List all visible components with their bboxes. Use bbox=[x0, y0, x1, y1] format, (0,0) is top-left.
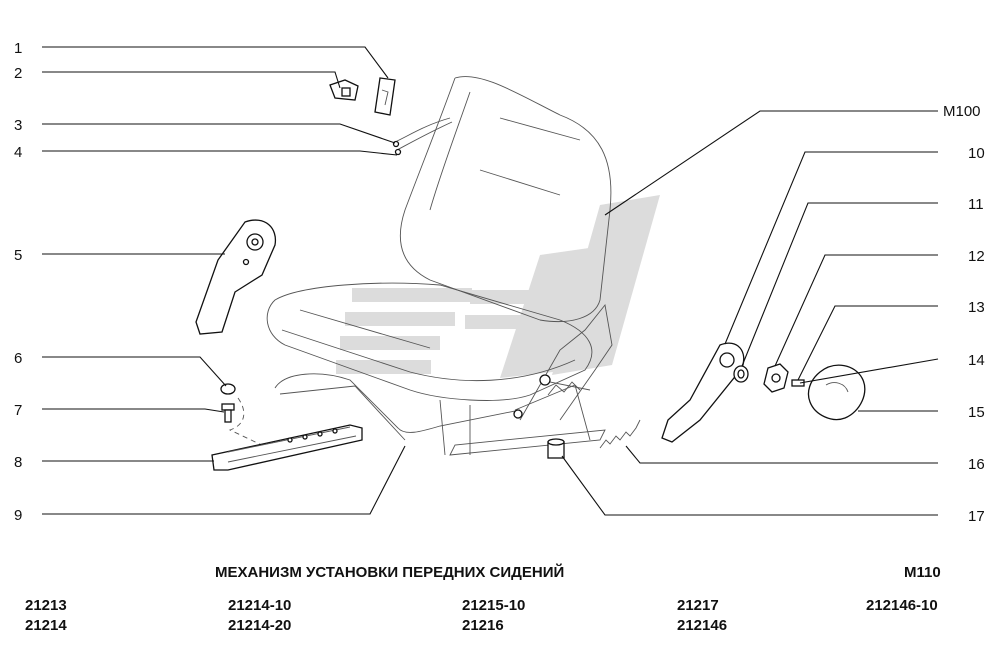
model-code: 21215-10 bbox=[462, 597, 525, 614]
model-code: 212146 bbox=[677, 617, 727, 634]
diagram-title: МЕХАНИЗМ УСТАНОВКИ ПЕРЕДНИХ СИДЕНИЙ bbox=[215, 563, 564, 581]
part-3-4-cables bbox=[392, 117, 453, 156]
left-leader-lines bbox=[42, 46, 406, 515]
callout-15: 15 bbox=[968, 404, 985, 421]
callout-3: 3 bbox=[14, 117, 22, 134]
callout-17: 17 bbox=[968, 508, 985, 525]
callout-13: 13 bbox=[968, 299, 985, 316]
right-leader-lines bbox=[561, 110, 939, 516]
part-7-bolt bbox=[221, 403, 235, 423]
left-callouts: 1 2 3 4 5 6 7 8 9 bbox=[14, 40, 22, 524]
model-list: 21213 21214 21214-10 21214-20 21215-10 2… bbox=[25, 597, 938, 634]
part-6-nut bbox=[220, 383, 236, 395]
model-code: 212146-10 bbox=[866, 597, 938, 614]
part-2-clip bbox=[329, 79, 359, 101]
model-code: 21216 bbox=[462, 617, 504, 634]
callout-10: 10 bbox=[968, 145, 985, 162]
part-5-side-bracket bbox=[195, 219, 277, 335]
callout-16: 16 bbox=[968, 456, 985, 473]
part-16-spring bbox=[599, 419, 641, 449]
callout-6: 6 bbox=[14, 350, 22, 367]
part-10-recliner-lever bbox=[661, 342, 745, 443]
callout-1: 1 bbox=[14, 40, 22, 57]
callout-m100: М100 bbox=[943, 103, 981, 120]
callout-11: 11 bbox=[968, 196, 984, 213]
seat-frame-linkage bbox=[274, 303, 613, 456]
callout-8: 8 bbox=[14, 454, 22, 471]
part-8-seat-rail bbox=[211, 424, 363, 471]
callout-4: 4 bbox=[14, 144, 22, 161]
model-code: 21214-20 bbox=[228, 617, 291, 634]
watermark-logo bbox=[336, 195, 660, 378]
assembly-path bbox=[228, 397, 269, 449]
callout-9: 9 bbox=[14, 507, 22, 524]
callout-7: 7 bbox=[14, 402, 22, 419]
callout-2: 2 bbox=[14, 65, 22, 82]
model-code: 21214 bbox=[25, 617, 67, 634]
part-12-star-washer bbox=[763, 363, 789, 393]
callout-5: 5 bbox=[14, 247, 22, 264]
part-1-cover bbox=[374, 77, 396, 116]
right-callouts: М100 10 11 12 13 14 15 16 17 bbox=[943, 103, 985, 525]
part-11-washer bbox=[733, 365, 749, 383]
part-17-bushing bbox=[547, 438, 565, 459]
callout-14: 14 bbox=[968, 352, 985, 369]
callout-12: 12 bbox=[968, 248, 985, 265]
seat-outline bbox=[266, 76, 612, 456]
model-code: 21213 bbox=[25, 597, 67, 614]
model-code: 21214-10 bbox=[228, 597, 291, 614]
model-code: 21217 bbox=[677, 597, 719, 614]
diagram-code: М110 bbox=[904, 564, 941, 581]
